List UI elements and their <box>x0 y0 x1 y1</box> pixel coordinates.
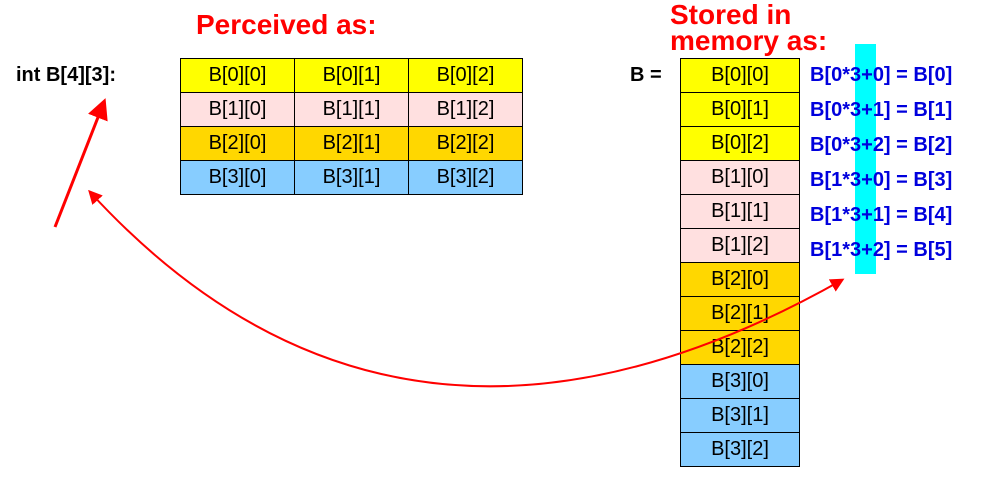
formula-line: B[0*3+2] = B[2] <box>810 134 953 156</box>
stored-title-line1: Stored in <box>670 0 792 30</box>
grid-cell: B[3][1] <box>294 160 409 195</box>
grid-cell: B[1][2] <box>408 92 523 127</box>
grid-cell: B[3][2] <box>408 160 523 195</box>
index-formulas: B[0*3+0] = B[0] B[0*3+1] = B[1] B[0*3+2]… <box>810 58 952 268</box>
formula-line: B[0*3+1] = B[1] <box>810 99 953 121</box>
formula-line: B[1*3+1] = B[4] <box>810 204 953 226</box>
grid-cell: B[2][0] <box>180 126 295 161</box>
grid-cell: B[0][0] <box>180 58 295 93</box>
perceived-title: Perceived as: <box>196 9 377 40</box>
grid-cell: B[1][0] <box>180 92 295 127</box>
stored-title-line2: memory as: <box>670 25 828 56</box>
multiplier-highlight <box>855 44 876 274</box>
grid-row-3: B[3][0] B[3][1] B[3][2] <box>180 160 523 195</box>
grid-cell: B[3][0] <box>180 160 295 195</box>
grid-row-1: B[1][0] B[1][1] B[1][2] <box>180 92 523 127</box>
memory-cell: B[0][0] <box>680 58 800 93</box>
formula-line: B[1*3+0] = B[3] <box>810 169 953 191</box>
grid-cell: B[1][1] <box>294 92 409 127</box>
grid-row-0: B[0][0] B[0][1] B[0][2] <box>180 58 523 93</box>
memory-cell: B[1][0] <box>680 160 800 195</box>
declaration-arrow <box>53 98 108 228</box>
formula-line: B[1*3+2] = B[5] <box>810 239 953 261</box>
grid-row-2: B[2][0] B[2][1] B[2][2] <box>180 126 523 161</box>
stored-title: Stored in memory as: <box>670 0 828 56</box>
perceived-grid: B[0][0] B[0][1] B[0][2] B[1][0] B[1][1] … <box>180 58 523 195</box>
memory-cell: B[2][2] <box>680 330 800 365</box>
memory-cell: B[3][2] <box>680 432 800 467</box>
grid-cell: B[0][2] <box>408 58 523 93</box>
mapping-curve-arrow <box>88 189 845 388</box>
memory-label: B = <box>630 64 662 86</box>
grid-cell: B[0][1] <box>294 58 409 93</box>
array-declaration: int B[4][3]: <box>16 64 116 86</box>
memory-cell: B[3][0] <box>680 364 800 399</box>
memory-cell: B[0][2] <box>680 126 800 161</box>
formula-line: B[0*3+0] = B[0] <box>810 64 953 86</box>
memory-cell: B[0][1] <box>680 92 800 127</box>
